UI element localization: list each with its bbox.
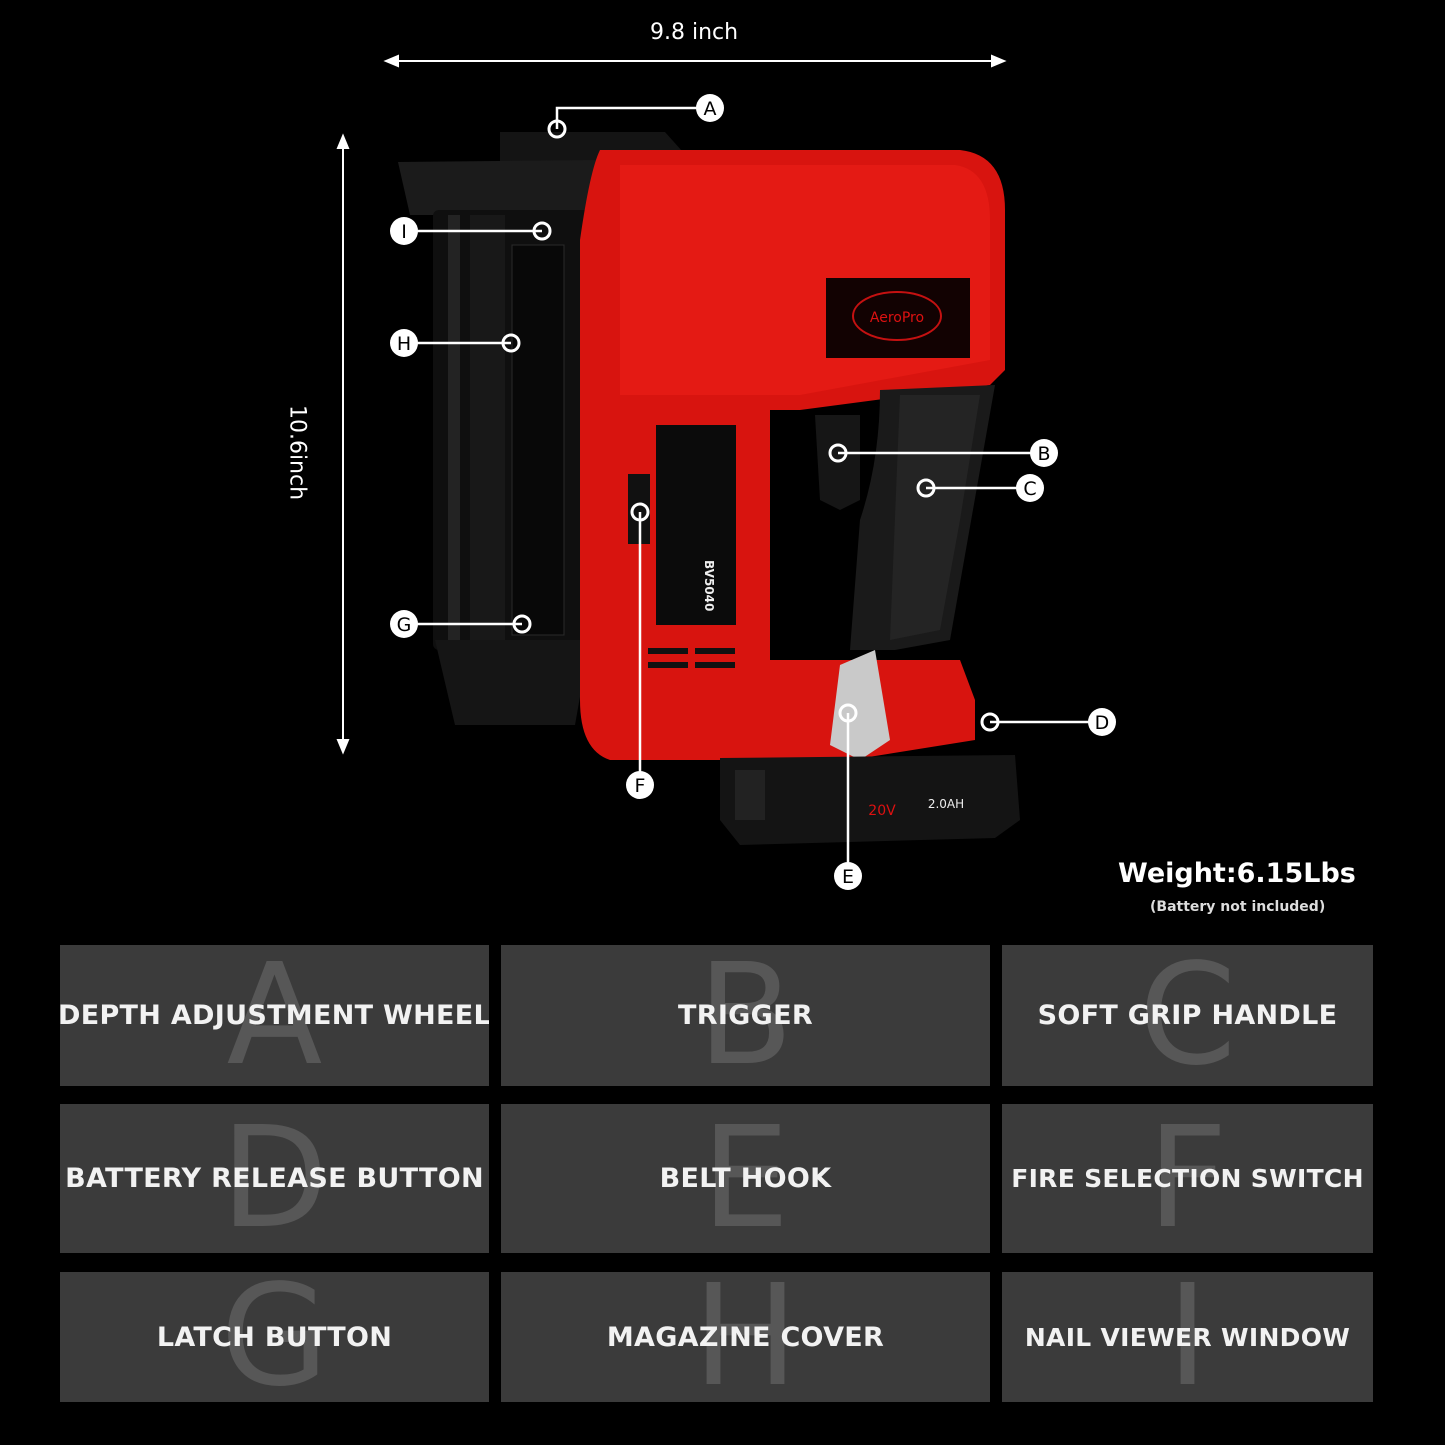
svg-text:A: A (704, 98, 717, 120)
legend-label-b: TRIGGER (678, 1000, 813, 1031)
legend-label-f: FIRE SELECTION SWITCH (1011, 1164, 1364, 1193)
legend-label-c: SOFT GRIP HANDLE (1037, 1000, 1338, 1031)
callout-leaders (416, 106, 1090, 864)
legend-letter-e: E (701, 1104, 790, 1253)
battery-voltage-text: 20V (868, 803, 896, 819)
legend-letter-d: D (220, 1104, 329, 1253)
legend-label-g: LATCH BUTTON (156, 1321, 393, 1353)
trigger-shape (815, 415, 860, 510)
battery-pack (720, 755, 1020, 845)
svg-text:H: H (397, 333, 411, 355)
legend-label-e: BELT HOOK (659, 1163, 832, 1194)
magazine-label (511, 244, 565, 636)
svg-text:E: E (842, 866, 854, 888)
fire-selection-switch-shape (628, 474, 650, 544)
callout-badge-b: B (1030, 439, 1058, 467)
legend-cell-e: E BELT HOOK (501, 1104, 990, 1253)
legend-cell-h: H MAGAZINE COVER (501, 1272, 990, 1402)
legend-letter-f: F (1147, 1104, 1228, 1253)
weight-value: Weight:6.15Lbs (1118, 858, 1356, 889)
callout-badge-h: H (390, 329, 418, 357)
legend-label-d: BATTERY RELEASE BUTTON (65, 1163, 484, 1194)
callout-badge-f: F (626, 771, 654, 799)
width-dimension-arrow (383, 54, 1007, 68)
legend-cell-i: I NAIL VIEWER WINDOW (1002, 1272, 1373, 1402)
legend-letter-b: B (697, 945, 794, 1086)
legend-cell-f: F FIRE SELECTION SWITCH (1002, 1104, 1373, 1253)
legend-cell-c: C SOFT GRIP HANDLE (1002, 945, 1373, 1086)
battery-capacity-text: 2.0AH (928, 797, 964, 811)
legend-label-a: DEPTH ADJUSTMENT WHEEL (60, 1000, 489, 1031)
legend-label-h: MAGAZINE COVER (606, 1321, 885, 1353)
legend-letter-a: A (226, 945, 323, 1086)
product-diagram: AeroPro BV5040 20V 2.0AH (336, 54, 1116, 890)
svg-text:G: G (397, 614, 412, 636)
legend-letter-h: H (692, 1272, 799, 1402)
legend-cell-a: A DEPTH ADJUSTMENT WHEEL (60, 945, 489, 1086)
callout-badge-c: C (1016, 474, 1044, 502)
svg-text:C: C (1023, 478, 1036, 500)
legend-letter-g: G (220, 1272, 329, 1402)
legend-cell-g: G LATCH BUTTON (60, 1272, 489, 1402)
callout-dots (501, 119, 1000, 732)
weight-note: (Battery not included) (1150, 899, 1326, 915)
legend-cell-b: B TRIGGER (501, 945, 990, 1086)
brand-logo-text: AeroPro (870, 310, 924, 326)
info-panel (656, 425, 736, 625)
svg-text:B: B (1037, 443, 1050, 465)
width-dimension-label: 9.8 inch (650, 20, 739, 45)
callout-badge-g: G (390, 610, 418, 638)
svg-text:I: I (401, 221, 407, 243)
callout-badge-a: A (696, 94, 724, 122)
legend-letter-i: I (1166, 1272, 1209, 1402)
svg-text:F: F (635, 775, 646, 797)
legend-cell-d: D BATTERY RELEASE BUTTON (60, 1104, 489, 1253)
legend-letter-c: C (1138, 945, 1237, 1086)
legend-label-i: NAIL VIEWER WINDOW (1024, 1322, 1351, 1352)
callout-badge-e: E (834, 862, 862, 890)
height-dimension-arrow (336, 133, 350, 755)
magazine-foot (435, 640, 590, 725)
callout-badge-i: I (390, 217, 418, 245)
model-text: BV5040 (702, 560, 716, 611)
svg-text:D: D (1095, 712, 1110, 734)
belt-hook-shape (830, 650, 890, 760)
nailer-illustration: AeroPro BV5040 20V 2.0AH (398, 132, 1020, 845)
callout-badge-d: D (1088, 708, 1116, 736)
